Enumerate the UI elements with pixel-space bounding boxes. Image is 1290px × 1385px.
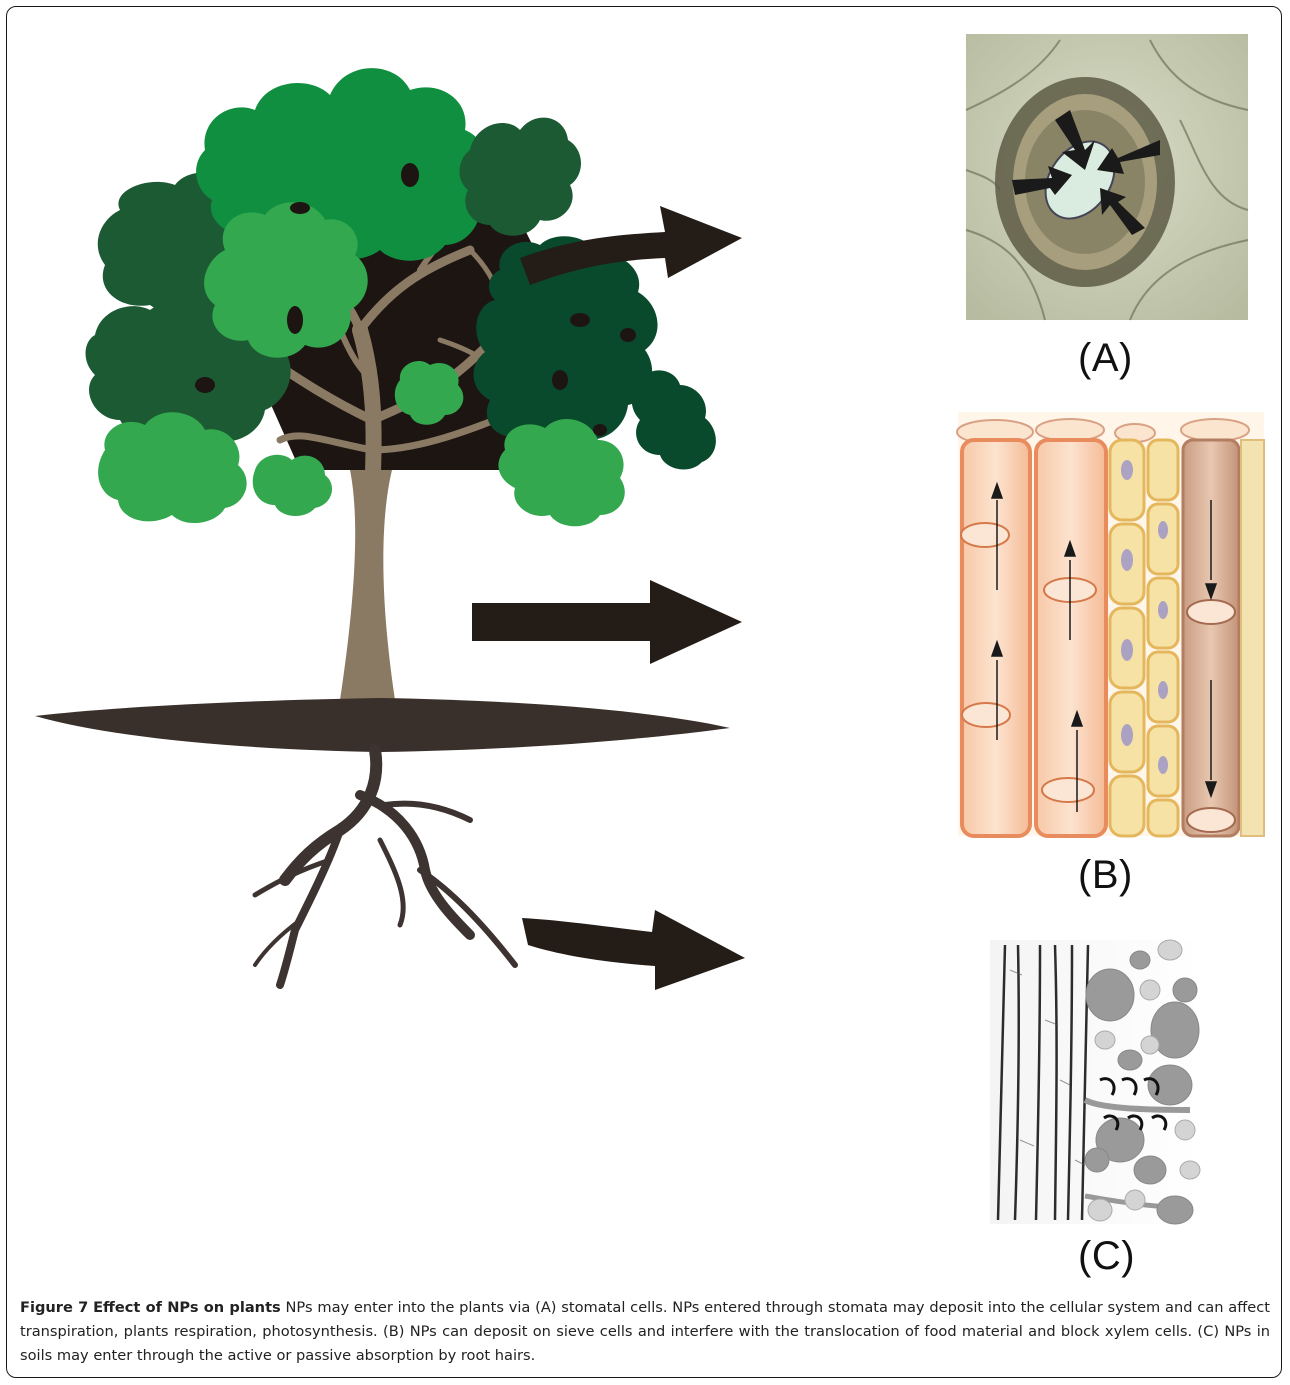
foliage-right-edge: [632, 370, 716, 469]
tree-roots: [255, 750, 515, 985]
panel-label-b: (B): [1078, 853, 1133, 898]
figure-caption: Figure 7 Effect of NPs on plants NPs may…: [20, 1296, 1270, 1368]
panel-label-a: (A): [1078, 336, 1133, 381]
foliage-lower-small: [253, 455, 332, 516]
arrow-to-b: [472, 580, 742, 664]
tree-illustration: [35, 68, 730, 985]
soil-layer: [35, 698, 730, 752]
root-hair-micrograph: [990, 940, 1200, 1224]
caption-figure-number: Figure 7: [20, 1299, 88, 1316]
tree-trunk: [340, 470, 395, 700]
vascular-tissue-diagram: [957, 412, 1264, 836]
stomata-micrograph: [966, 34, 1248, 320]
caption-title: Effect of NPs on plants: [93, 1299, 281, 1316]
panel-label-c: (C): [1078, 1234, 1135, 1279]
foliage-center-mid: [204, 202, 368, 357]
arrow-to-c: [522, 910, 745, 990]
figure-graphics: [0, 0, 1290, 1290]
foliage-right-upper: [460, 118, 581, 236]
